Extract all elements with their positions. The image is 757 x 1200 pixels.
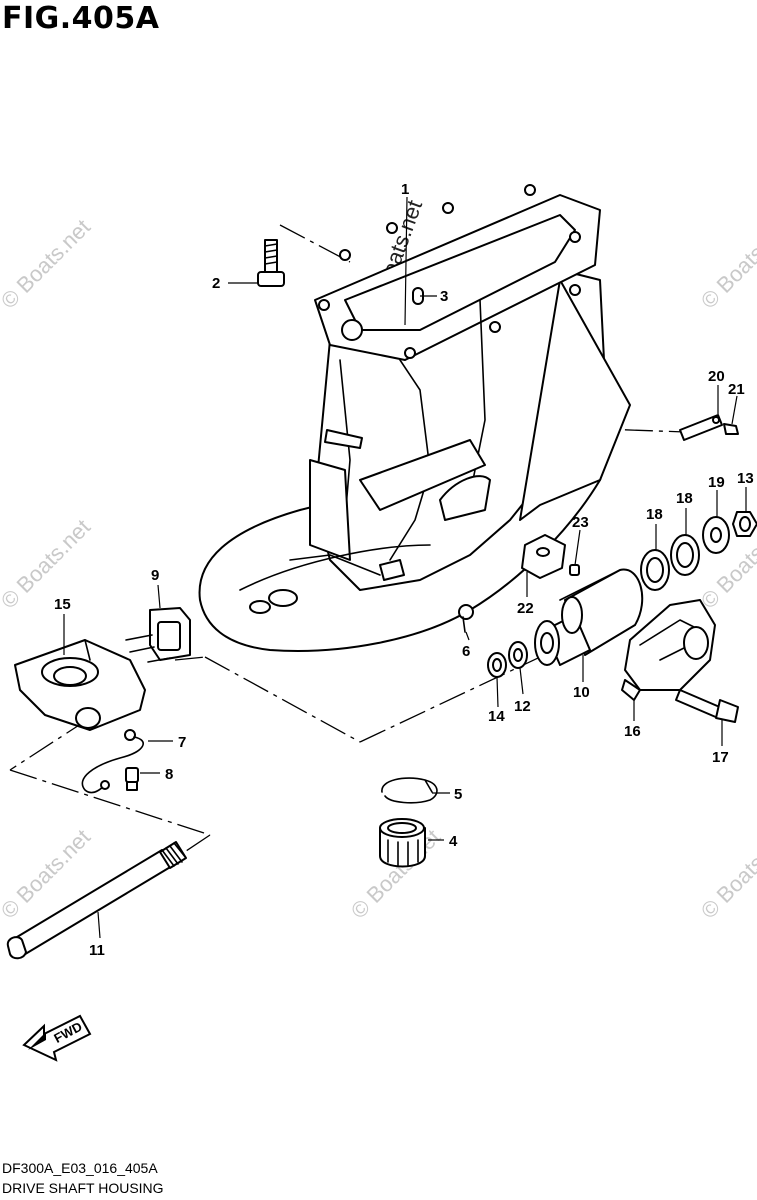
callout-4: 4	[449, 833, 458, 850]
watermark: © Boats.net	[696, 824, 757, 923]
bolt-part-8	[125, 767, 139, 791]
screw-part-6	[458, 604, 474, 633]
callout-10: 10	[573, 684, 590, 701]
washer-part-18b	[670, 534, 700, 576]
callout-20: 20	[708, 368, 725, 385]
callout-6: 6	[462, 643, 470, 660]
diagram-code: DF300A_E03_016_405A	[2, 1160, 158, 1176]
callout-16: 16	[624, 723, 641, 740]
bushing-part-4	[379, 818, 426, 868]
callout-3: 3	[440, 288, 448, 305]
screw-part-21	[723, 423, 739, 435]
callout-labels: 1 2 3 4 5 6 7 8 9 10 11 12 13 14 15 16 1…	[54, 181, 754, 959]
snap-ring-part-5	[381, 777, 438, 804]
mount-clamp-part-16	[621, 599, 716, 701]
leader-lines	[63, 196, 747, 939]
washer-part-18a	[640, 549, 670, 591]
callout-17: 17	[712, 749, 729, 766]
callout-9: 9	[151, 567, 159, 584]
forward-direction-arrow: FWD	[22, 1014, 92, 1062]
callout-12: 12	[514, 698, 531, 715]
mount-housing-part-10	[534, 568, 644, 666]
callout-21: 21	[728, 381, 745, 398]
callout-18a: 18	[646, 506, 663, 523]
callout-13: 13	[737, 470, 754, 487]
callout-8: 8	[165, 766, 173, 783]
washer-part-14	[487, 652, 507, 678]
watermark: © Boats.net	[0, 514, 95, 613]
callout-19: 19	[708, 474, 725, 491]
housing-bolt-holes	[318, 184, 581, 359]
drive-shaft-housing	[198, 184, 631, 652]
washer-part-19	[702, 516, 730, 554]
ground-wire-part-7	[81, 729, 144, 794]
callout-1: 1	[401, 181, 409, 198]
rubber-block-part-22	[521, 534, 566, 579]
callout-15: 15	[54, 596, 71, 613]
bolt-part-2	[257, 239, 285, 287]
callout-7: 7	[178, 734, 186, 751]
plate-part-9	[125, 607, 191, 663]
anode-part-20	[679, 414, 723, 441]
watermark: © Boats.net	[696, 214, 757, 313]
bolt-part-17	[675, 689, 739, 723]
clamp-block-part-15	[14, 639, 146, 731]
bolt-part-23	[569, 564, 580, 576]
figure-title: FIG.405A	[2, 1, 160, 36]
callout-14: 14	[488, 708, 505, 725]
callout-23: 23	[572, 514, 589, 531]
callout-22: 22	[517, 600, 534, 617]
callout-11: 11	[89, 942, 105, 959]
washer-part-12	[508, 641, 528, 669]
callout-18b: 18	[676, 490, 693, 507]
nut-part-13	[732, 511, 757, 537]
callout-2: 2	[212, 275, 220, 292]
diagram-name: DRIVE SHAFT HOUSING	[2, 1180, 164, 1196]
callout-5: 5	[454, 786, 462, 803]
long-bolt-part-11	[6, 841, 187, 960]
watermark: © Boats.net	[0, 214, 95, 313]
